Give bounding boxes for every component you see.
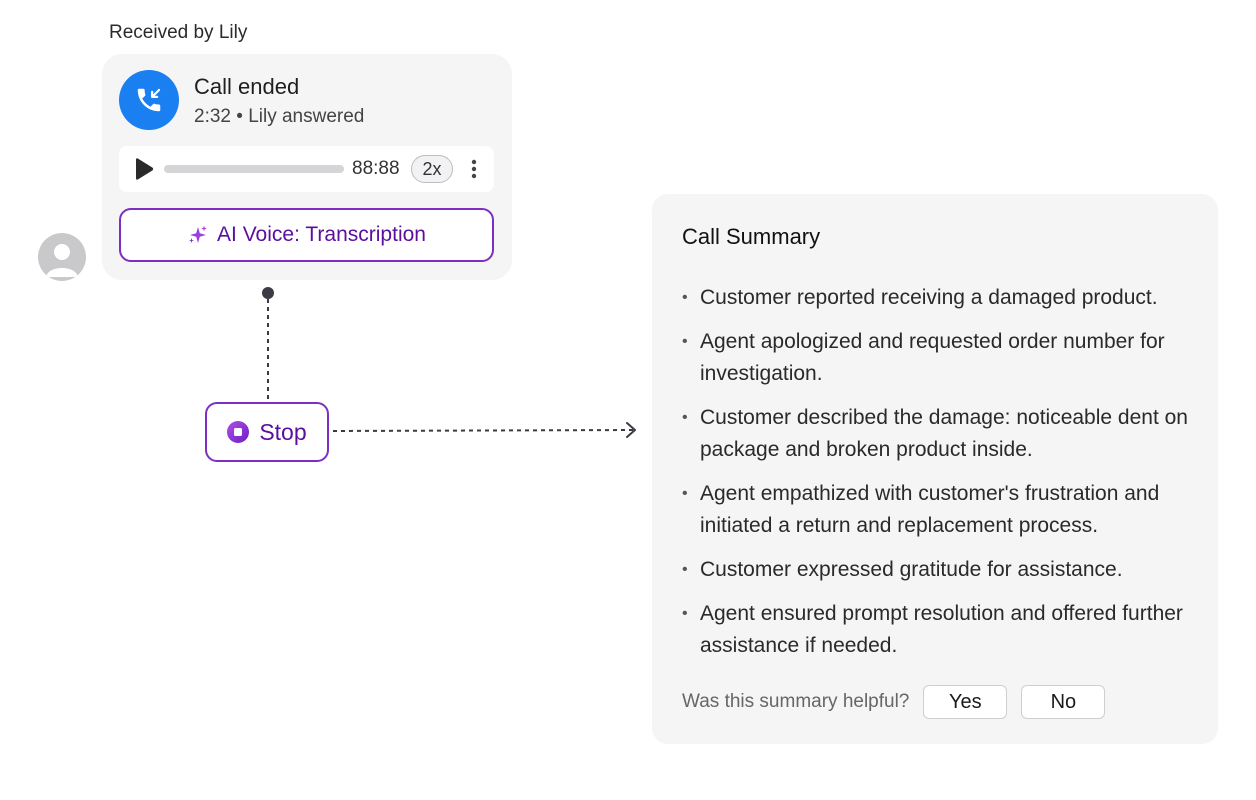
feedback-yes-button[interactable]: Yes <box>923 685 1008 719</box>
call-duration: 2:32 <box>194 106 231 127</box>
ai-voice-transcription-button[interactable]: AI Voice: Transcription <box>119 208 494 262</box>
ai-button-label: AI Voice: Transcription <box>217 223 426 246</box>
user-avatar-icon <box>38 233 86 281</box>
stop-icon <box>227 421 250 443</box>
stop-button[interactable]: Stop <box>205 402 329 462</box>
summary-item: Customer reported receiving a damaged pr… <box>682 282 1202 314</box>
summary-item: Agent ensured prompt resolution and offe… <box>682 598 1202 662</box>
audio-progress-track[interactable] <box>164 165 344 173</box>
more-vertical-icon <box>471 159 477 179</box>
feedback-question: Was this summary helpful? <box>682 691 910 712</box>
summary-item: Customer expressed gratitude for assista… <box>682 554 1202 586</box>
call-card: Call ended 2:32 • Lily answered 88:88 2x <box>102 54 512 280</box>
call-status-title: Call ended <box>194 74 300 99</box>
more-options-button[interactable] <box>467 157 481 181</box>
audio-time: 88:88 <box>352 158 400 179</box>
call-meta: 2:32 • Lily answered <box>194 106 364 128</box>
playback-speed-button[interactable]: 2x <box>411 155 453 183</box>
summary-title: Call Summary <box>682 224 821 249</box>
play-icon <box>136 158 154 180</box>
summary-feedback: Was this summary helpful? Yes No <box>682 685 1119 719</box>
feedback-no-button[interactable]: No <box>1021 685 1106 719</box>
call-answered-by: Lily answered <box>248 106 365 127</box>
incoming-call-icon <box>119 70 179 130</box>
stop-label: Stop <box>259 418 307 445</box>
summary-list: Customer reported receiving a damaged pr… <box>682 282 1202 674</box>
summary-item: Customer described the damage: noticeabl… <box>682 402 1202 466</box>
play-button[interactable] <box>133 157 155 181</box>
sparkle-icon <box>189 225 208 243</box>
received-by-label: Received by Lily <box>109 22 248 43</box>
audio-player: 88:88 2x <box>119 146 494 192</box>
summary-item: Agent apologized and requested order num… <box>682 326 1202 390</box>
summary-item: Agent empathized with customer's frustra… <box>682 478 1202 542</box>
meta-separator: • <box>236 106 243 127</box>
call-summary-card: Call Summary Customer reported receiving… <box>652 194 1218 744</box>
